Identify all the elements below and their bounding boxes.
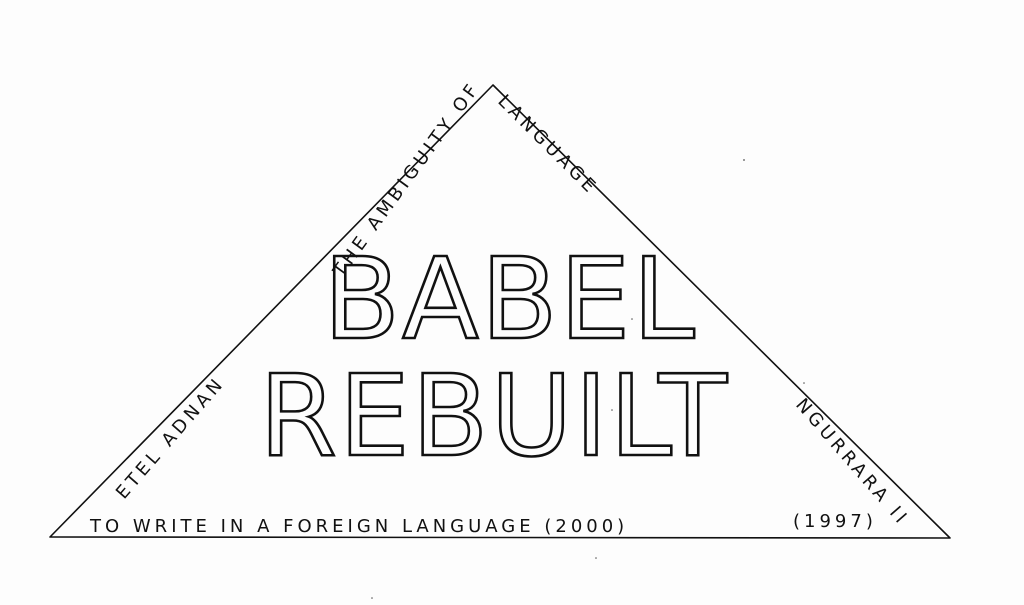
triangle-outline <box>49 84 951 539</box>
title-line-rebuilt: REBUILT <box>259 352 729 482</box>
label-ngurrara-ii: NGURRARA II <box>791 395 913 531</box>
label-etel-adnan: ETEL ADNAN <box>112 373 229 504</box>
paper-speck <box>631 318 633 320</box>
paper-speck <box>803 382 805 384</box>
title-line-babel: BABEL <box>323 235 696 365</box>
paper-speck <box>595 557 597 559</box>
paper-speck <box>743 159 745 161</box>
paper-speck <box>611 409 613 411</box>
paper-speck <box>371 597 373 599</box>
label-to-write-in-a-foreign-language: TO WRITE IN A FOREIGN LANGUAGE (2000) <box>89 516 628 537</box>
label-ambiguity-of-language-right: LANGUAGE <box>493 91 602 200</box>
label-year-1997: (1997) <box>793 511 877 532</box>
